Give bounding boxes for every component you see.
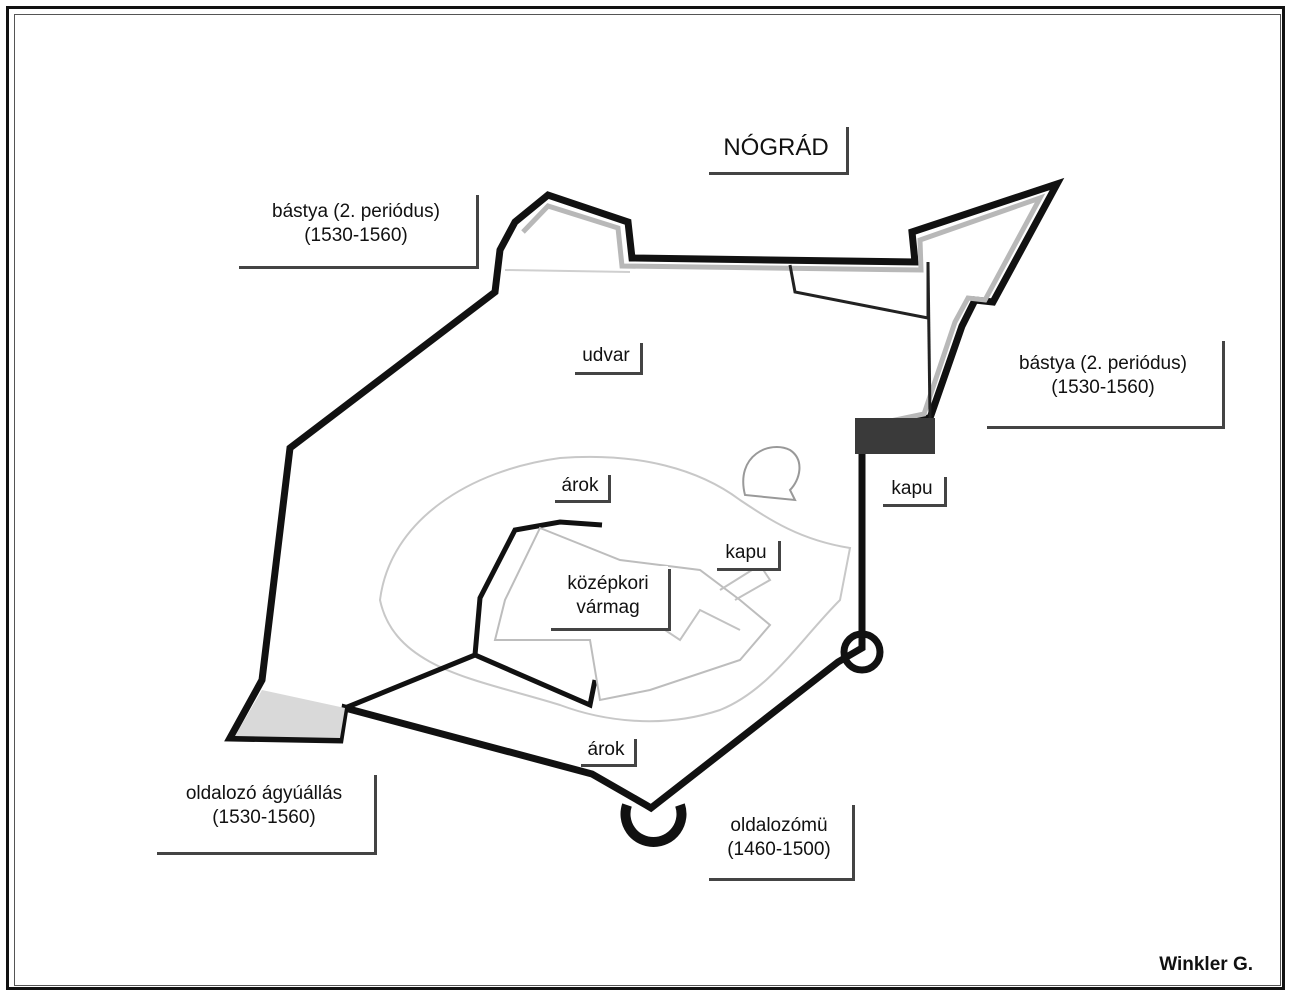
label-kozepkori-line2: vármag	[576, 597, 640, 618]
label-kapu-inner: kapu	[714, 538, 778, 568]
core-outline	[493, 526, 772, 702]
core-wall	[472, 519, 603, 656]
gun-platform	[235, 690, 345, 738]
label-bastya-left: bástya (2. periódus) (1530-1560)	[236, 192, 476, 266]
right-bastion-diag	[926, 261, 932, 419]
label-oldalozomu: oldalozómü (1460-1500)	[706, 802, 852, 878]
tower-bottom	[620, 803, 687, 847]
round-structure	[742, 446, 801, 502]
label-oldalozo-agyuallas-line2: (1530-1560)	[212, 807, 316, 828]
outer-wall	[224, 177, 1065, 813]
label-bastya-right: bástya (2. periódus) (1530-1560)	[984, 338, 1222, 426]
moat-outline	[378, 455, 852, 723]
label-oldalozo-agyuallas: oldalozó ágyúállás (1530-1560)	[154, 772, 374, 852]
label-arok-upper: árok	[552, 472, 608, 500]
label-kozepkori-line1: középkori	[567, 573, 649, 594]
label-oldalozomu-line1: oldalozómü	[730, 815, 828, 836]
label-bastya-right-line2: (1530-1560)	[1051, 377, 1155, 398]
label-bastya-right-line1: bástya (2. periódus)	[1019, 353, 1187, 374]
gate-block	[855, 418, 935, 454]
label-bastya-left-line2: (1530-1560)	[304, 225, 408, 246]
outer-frame	[6, 6, 1285, 990]
label-kozepkori-varmag: középkori vármag	[548, 566, 668, 628]
label-oldalozomu-line2: (1460-1500)	[727, 839, 831, 860]
inner-frame	[14, 14, 1281, 986]
courtyard-line	[504, 269, 631, 273]
map-title: NÓGRÁD	[706, 124, 846, 172]
label-bastya-left-line1: bástya (2. periódus)	[272, 201, 440, 222]
tower-right	[840, 630, 884, 674]
gate-path	[719, 563, 772, 601]
label-oldalozo-agyuallas-line1: oldalozó ágyúállás	[185, 783, 343, 804]
author-credit: Winkler G.	[1159, 954, 1253, 975]
label-arok-lower: árok	[578, 736, 634, 764]
label-udvar: udvar	[572, 340, 640, 372]
label-kapu-outer: kapu	[880, 474, 944, 504]
outer-wall-inner	[521, 193, 1046, 429]
inner-wall	[344, 652, 598, 711]
